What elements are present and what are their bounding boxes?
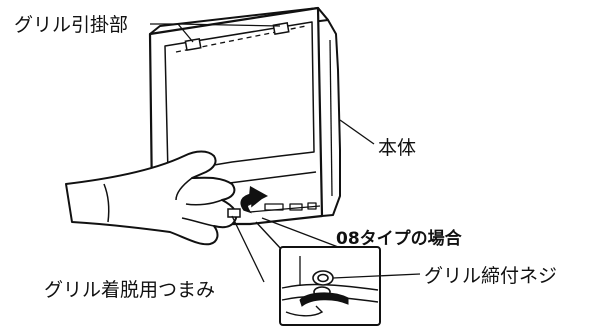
side-ridge — [329, 39, 333, 197]
inset-frame — [279, 246, 381, 326]
zoom-lines — [255, 217, 347, 251]
label-grill-hook: グリル引掛部 — [14, 14, 128, 36]
label-main-body: 本体 — [378, 137, 416, 159]
label-grill-screw: グリル締付ネジ — [424, 265, 557, 287]
label-grill-removal-knob: グリル着脱用つまみ — [44, 279, 215, 301]
hand — [65, 150, 238, 246]
leader-lines — [150, 23, 421, 283]
screw-rotation-arrow — [299, 292, 349, 307]
grill-hook-tabs — [184, 21, 290, 52]
lift-arrow — [240, 186, 268, 214]
grill-removal-knob-shape — [227, 208, 241, 218]
bottom-vents — [249, 202, 321, 213]
label-type-08-case: 08タイプの場合 — [336, 228, 463, 249]
type-08-inset — [279, 246, 381, 326]
